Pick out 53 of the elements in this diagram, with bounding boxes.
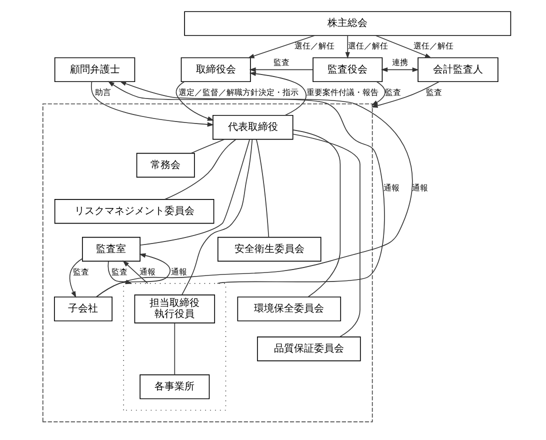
node-box: 監査室	[82, 236, 140, 262]
connector	[174, 322, 175, 376]
arrow	[380, 67, 418, 72]
arrow	[96, 253, 170, 298]
node-box: 品質保証委員会	[256, 336, 360, 362]
edge-label: 選任／解任	[347, 40, 388, 51]
edge-label: 連携	[392, 56, 408, 67]
edge-label: 監査	[384, 86, 400, 97]
edge-label: 通報	[170, 266, 186, 276]
arrow	[370, 81, 440, 108]
arrow	[68, 258, 82, 298]
edge-label: 監査	[426, 86, 442, 97]
node-box: 子会社	[54, 296, 112, 322]
connector	[292, 134, 360, 338]
edge-label: 監査	[110, 266, 127, 276]
edge-label: 選任／解任	[294, 40, 334, 51]
edge-label: 重要案件付議・報告	[306, 86, 378, 97]
arrow	[374, 35, 432, 58]
node-box: 監査役会	[312, 57, 382, 82]
arrow	[95, 81, 412, 298]
edge-label: 監査	[72, 266, 88, 276]
arrow	[90, 81, 214, 127]
node-box: リスクマネジメント委員会	[54, 199, 214, 224]
node-box: 環境保全委員会	[236, 296, 341, 322]
edge-label: 監査	[273, 56, 290, 67]
node-box: 株主総会	[184, 11, 511, 36]
node-box: 会計監査人	[417, 57, 498, 82]
edge-label: 助言	[94, 86, 111, 97]
arrow	[248, 71, 306, 116]
connector	[255, 138, 269, 238]
cluster	[42, 103, 372, 422]
connector	[292, 130, 340, 298]
edge-label: 通報	[382, 182, 399, 192]
node-box: 代表取締役	[212, 114, 293, 140]
arrow	[247, 35, 314, 58]
connector	[139, 139, 250, 246]
arrow	[370, 81, 385, 106]
arrow	[248, 67, 313, 72]
node-box: 安全衛生委員会	[217, 236, 321, 262]
node-box: 担当取締役 執行役員	[134, 294, 215, 324]
connector	[181, 139, 252, 296]
edge-label: 選定／監督／解職方針決定・指示	[178, 86, 298, 97]
edge-label: 選任／解任	[413, 40, 454, 51]
node-box: 取締役会	[180, 57, 250, 82]
connector	[190, 138, 224, 154]
cluster	[122, 283, 226, 411]
arrow	[175, 81, 214, 121]
node-box: 各事業所	[139, 374, 210, 400]
node-box: 顧問弁護士	[54, 57, 135, 82]
arrow	[344, 35, 350, 59]
edge-label: 通報	[138, 266, 155, 276]
connector	[164, 138, 236, 200]
node-box: 常務会	[136, 152, 194, 178]
